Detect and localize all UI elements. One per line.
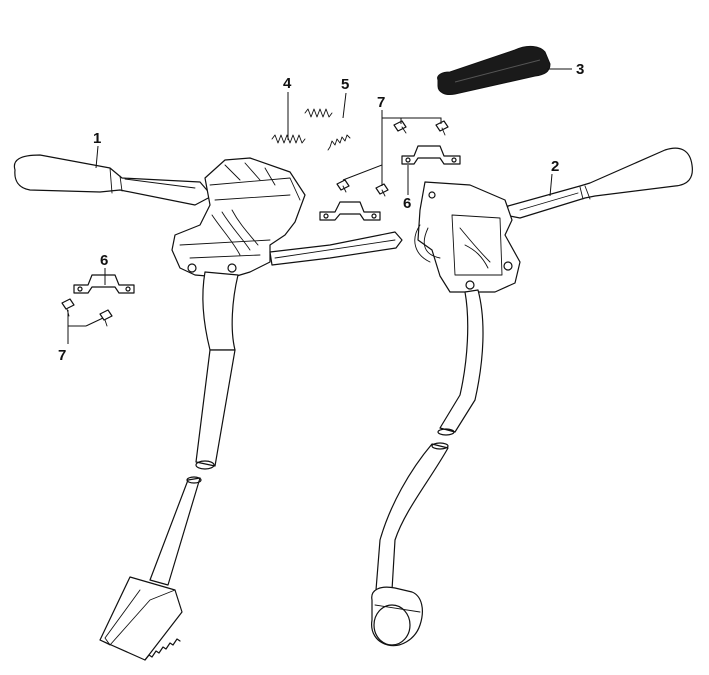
callout-1: 1 bbox=[93, 130, 101, 147]
spring-5 bbox=[304, 108, 351, 151]
right-stalk-lever bbox=[504, 147, 693, 219]
clamp-right bbox=[401, 145, 461, 165]
left-stalk-lever bbox=[13, 154, 213, 206]
screws-left bbox=[61, 298, 113, 327]
callout-5: 5 bbox=[341, 76, 349, 93]
left-wiring-harness bbox=[99, 271, 239, 661]
callout-6-left: 6 bbox=[100, 252, 108, 269]
lever-cap bbox=[437, 45, 551, 95]
callout-6-right: 6 bbox=[403, 195, 411, 212]
leader-lines bbox=[67, 68, 572, 344]
clamp-center bbox=[319, 201, 381, 221]
callout-2: 2 bbox=[551, 158, 559, 175]
clamp-left bbox=[73, 274, 135, 294]
callout-7-left: 7 bbox=[58, 347, 66, 364]
right-switch-housing bbox=[414, 181, 521, 293]
callout-4: 4 bbox=[283, 75, 292, 92]
callout-3: 3 bbox=[576, 61, 584, 78]
callout-7-top: 7 bbox=[377, 94, 385, 111]
right-wiring-harness bbox=[371, 289, 484, 647]
left-switch-housing bbox=[171, 157, 403, 279]
